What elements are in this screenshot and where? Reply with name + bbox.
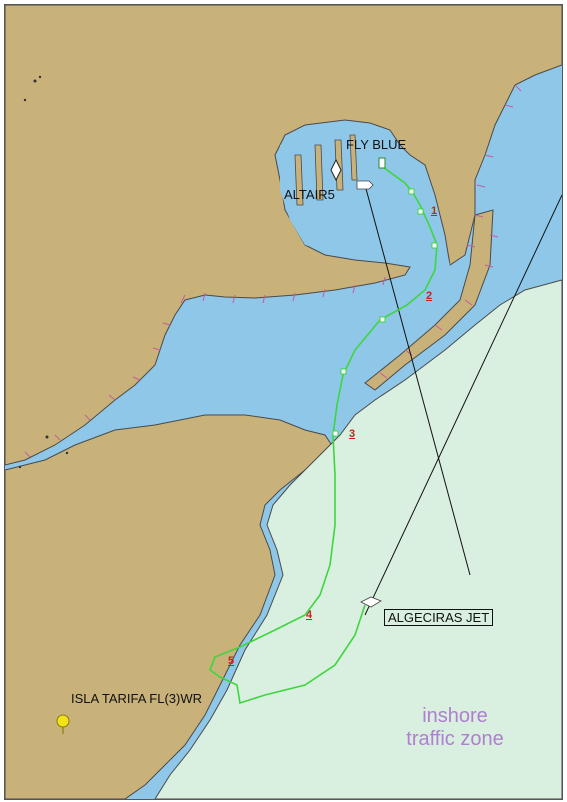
waypoint-5: 5 (228, 655, 235, 667)
traffic-zone-label-line2: traffic zone (406, 728, 504, 750)
route-markers (332, 188, 438, 437)
leading-line-harbour (364, 184, 471, 576)
lighthouse-icon[interactable] (56, 714, 70, 728)
nautical-chart[interactable]: FLY BLUE ALTAIR5 ALGECIRAS JET ISLA TARI… (4, 4, 563, 800)
coastline-hatching (24, 84, 522, 458)
fly-blue-vessel-icon[interactable] (378, 157, 386, 169)
waypoint-1: 1 (431, 205, 438, 217)
inshore-traffic-zone (154, 279, 562, 799)
traffic-zone-label-line1: inshore (422, 705, 488, 727)
chart-canvas[interactable] (5, 5, 562, 799)
rocks (18, 75, 69, 469)
waypoint-2: 2 (426, 290, 433, 302)
algeciras-jet-vessel-icon[interactable] (360, 596, 382, 608)
leading-line-east (364, 194, 562, 616)
label-fly-blue: FLY BLUE (346, 137, 407, 152)
harbour-pier (294, 134, 358, 206)
harbour-basin (280, 133, 450, 270)
label-isla-tarifa: ISLA TARIFA FL(3)WR (71, 691, 202, 706)
waypoint-3: 3 (349, 428, 356, 440)
southern-land (5, 414, 336, 799)
label-altair5: ALTAIR5 (284, 187, 335, 202)
altair5-vessel-icon[interactable] (356, 180, 374, 190)
eastern-breakwater (364, 209, 494, 391)
traffic-zone-label: inshore traffic zone (400, 705, 510, 751)
waypoint-4: 4 (306, 609, 313, 621)
northern-land (5, 5, 562, 466)
buoy-icon (330, 158, 342, 182)
label-algeciras-jet: ALGECIRAS JET (384, 609, 494, 626)
